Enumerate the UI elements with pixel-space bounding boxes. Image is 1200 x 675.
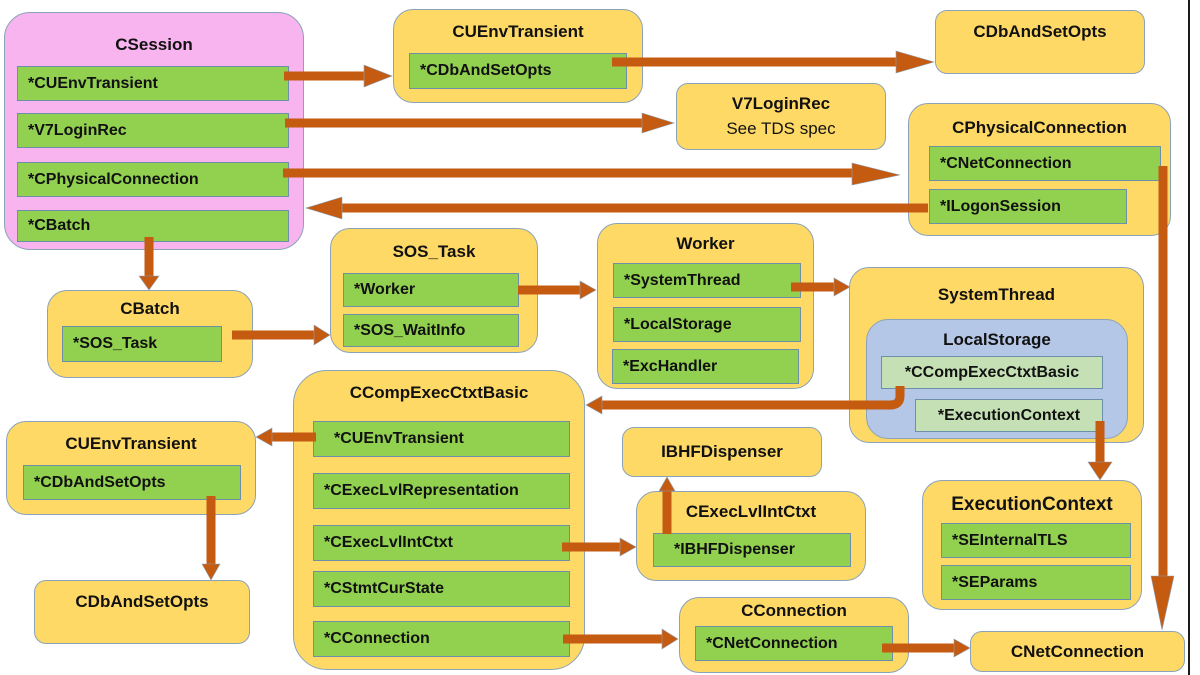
ibhfdispenser-node: IBHFDispenser (622, 427, 822, 477)
ccompexecctxtbasic-title: CCompExecCtxtBasic (349, 383, 529, 402)
worker-node: Worker *SystemThread *LocalStorage *ExcH… (597, 223, 814, 389)
sos-task-node: SOS_Task *Worker *SOS_WaitInfo (330, 228, 538, 353)
arrow-ilogonsession-to-csession (304, 196, 928, 220)
localstorage-field-executioncontext: *ExecutionContext (915, 399, 1103, 432)
worker-field-localstorage: *LocalStorage (613, 307, 801, 342)
cuenvtransient-bottom-node: CUEnvTransient *CDbAndSetOpts (6, 421, 256, 515)
cbatch-title: CBatch (120, 299, 180, 318)
ccompexecctxtbasic-field-cstmtcurstate: *CStmtCurState (313, 571, 570, 607)
localstorage-field-ccompexecctxtbasic: *CCompExecCtxtBasic (881, 356, 1103, 389)
cphysicalconnection-title: CPhysicalConnection (952, 118, 1127, 137)
sos-task-title: SOS_Task (392, 242, 476, 261)
cconnection-field-cnetconnection: *CNetConnection (695, 626, 893, 661)
cdbandsetopts-bottom-node: CDbAndSetOpts (34, 580, 250, 644)
cuenvtransient-top-node: CUEnvTransient *CDbAndSetOpts (393, 9, 643, 103)
cuenvtransient-bottom-field-cdbandsetopts: *CDbAndSetOpts (23, 465, 241, 500)
cuenvtransient-top-field-cdbandsetopts: *CDbAndSetOpts (409, 53, 627, 89)
arrow-csession-to-cphysicalconnection (283, 162, 901, 186)
cdbandsetopts-bottom-title: CDbAndSetOpts (75, 592, 209, 611)
csession-field-cphysicalconnection: *CPhysicalConnection (17, 162, 289, 197)
cnetconnection-node: CNetConnection (970, 631, 1185, 672)
cexeclvlintctxt-node: CExecLvlIntCtxt *IBHFDispenser (636, 491, 866, 581)
cconnection-node: CConnection *CNetConnection (679, 597, 909, 673)
ibhfdispenser-title: IBHFDispenser (661, 442, 783, 461)
cuenvtransient-bottom-title: CUEnvTransient (65, 434, 197, 453)
csession-node: CSession *CUEnvTransient *V7LoginRec *CP… (4, 12, 304, 250)
cphysicalconnection-node: CPhysicalConnection *CNetConnection *ILo… (908, 103, 1171, 236)
worker-title: Worker (676, 234, 735, 253)
cbatch-field-sos-task: *SOS_Task (62, 326, 222, 362)
ccompexecctxtbasic-field-cexeclvlintctxt: *CExecLvlIntCtxt (313, 525, 570, 561)
v7loginrec-subtitle: See TDS spec (726, 119, 836, 138)
cdbandsetopts-top-node: CDbAndSetOpts (935, 10, 1145, 74)
worker-field-systemthread: *SystemThread (613, 263, 801, 298)
v7loginrec-title: V7LoginRec (731, 94, 831, 113)
cnetconnection-title: CNetConnection (1010, 642, 1145, 661)
worker-field-exchandler: *ExcHandler (612, 349, 799, 384)
arrow-cuenvtransient-to-cdbandsetopts (612, 50, 936, 74)
ccompexecctxtbasic-node: CCompExecCtxtBasic *CUEnvTransient *CExe… (293, 370, 585, 670)
executioncontext-title: ExecutionContext (951, 494, 1113, 515)
systemthread-title: SystemThread (937, 285, 1056, 304)
ccompexecctxtbasic-field-cconnection: *CConnection (313, 621, 570, 657)
cexeclvlintctxt-field-ibhfdispenser: *IBHFDispenser (653, 533, 851, 567)
slide-right-border (1188, 0, 1190, 675)
cexeclvlintctxt-title: CExecLvlIntCtxt (685, 502, 817, 521)
localstorage-title: LocalStorage (943, 330, 1051, 349)
systemthread-node: SystemThread LocalStorage *CCompExecCtxt… (849, 267, 1144, 443)
v7loginrec-node: V7LoginRec See TDS spec (676, 83, 886, 150)
cdbandsetopts-top-title: CDbAndSetOpts (973, 22, 1107, 41)
sos-task-field-sos-waitinfo: *SOS_WaitInfo (343, 314, 519, 347)
cbatch-node: CBatch *SOS_Task (47, 290, 253, 378)
sos-task-field-worker: *Worker (343, 273, 519, 307)
ccompexecctxtbasic-field-cuenvtransient: *CUEnvTransient (313, 421, 570, 457)
arrow-csession-to-v7loginrec (285, 112, 676, 134)
executioncontext-node: ExecutionContext *SEInternalTLS *SEParam… (922, 480, 1142, 610)
ccompexecctxtbasic-field-cexeclvlrepresentation: *CExecLvlRepresentation (313, 473, 570, 509)
csession-title: CSession (115, 35, 193, 54)
cphysicalconnection-field-ilogonsession: *ILogonSession (929, 189, 1127, 224)
cphysicalconnection-field-cnetconnection: *CNetConnection (929, 146, 1161, 181)
executioncontext-field-seinternaltls: *SEInternalTLS (941, 523, 1131, 558)
localstorage-node: LocalStorage *CCompExecCtxtBasic *Execut… (866, 319, 1128, 439)
csession-field-cbatch: *CBatch (17, 210, 289, 242)
executioncontext-field-separams: *SEParams (941, 565, 1131, 600)
cuenvtransient-top-title: CUEnvTransient (452, 22, 584, 41)
csession-field-cuenvtransient: *CUEnvTransient (17, 66, 289, 101)
csession-field-v7loginrec: *V7LoginRec (17, 113, 289, 148)
cconnection-title: CConnection (741, 601, 847, 620)
